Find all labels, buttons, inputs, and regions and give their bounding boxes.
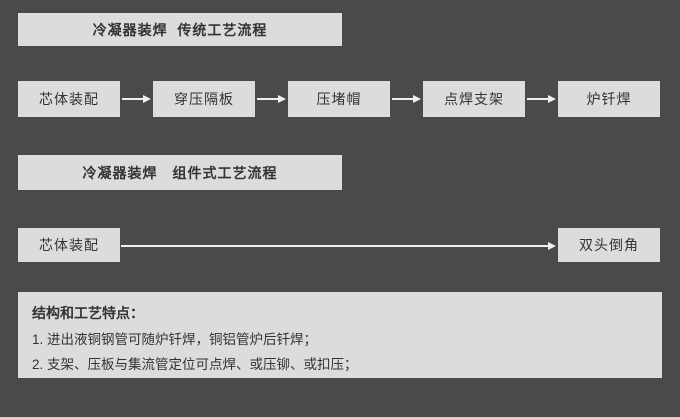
long-right-arrow-icon bbox=[121, 241, 556, 251]
step-label: 穿压隔板 bbox=[174, 91, 234, 107]
right-arrow-icon bbox=[257, 94, 286, 104]
step-press-cap: 压堵帽 bbox=[288, 81, 390, 117]
right-arrow-icon bbox=[392, 94, 421, 104]
modular-flow-title-box: 冷凝器装焊 组件式工艺流程 bbox=[18, 155, 342, 190]
step-label: 点焊支架 bbox=[444, 91, 504, 107]
step-double-end-chamfer: 双头倒角 bbox=[558, 228, 660, 262]
notes-box: 结构和工艺特点： 1. 进出液铜钢管可随炉钎焊，铜铝管炉后钎焊； 2. 支架、压… bbox=[18, 292, 662, 378]
step-furnace-brazing: 炉钎焊 bbox=[558, 81, 660, 117]
right-arrow-icon bbox=[527, 94, 556, 104]
step-label: 芯体装配 bbox=[39, 91, 99, 107]
notes-title: 结构和工艺特点： bbox=[32, 305, 144, 321]
step-spot-weld-bracket: 点焊支架 bbox=[423, 81, 525, 117]
step-label: 压堵帽 bbox=[316, 91, 362, 107]
right-arrow-icon bbox=[122, 94, 151, 104]
note-item-2: 2. 支架、压板与集流管定位可点焊、或压铆、或扣压； bbox=[32, 357, 358, 372]
step-core-assembly: 芯体装配 bbox=[18, 81, 120, 117]
step-label: 双头倒角 bbox=[579, 237, 639, 253]
step-press-baffle: 穿压隔板 bbox=[153, 81, 255, 117]
modular-flow-title: 冷凝器装焊 组件式工艺流程 bbox=[82, 164, 278, 181]
traditional-flow-title-box: 冷凝器装焊 传统工艺流程 bbox=[18, 13, 342, 46]
step-label: 炉钎焊 bbox=[586, 91, 632, 107]
traditional-flow-title: 冷凝器装焊 传统工艺流程 bbox=[92, 21, 268, 38]
step-core-assembly-2: 芯体装配 bbox=[18, 228, 120, 262]
note-item-1: 1. 进出液铜钢管可随炉钎焊，铜铝管炉后钎焊； bbox=[32, 332, 318, 347]
step-label: 芯体装配 bbox=[39, 237, 99, 253]
